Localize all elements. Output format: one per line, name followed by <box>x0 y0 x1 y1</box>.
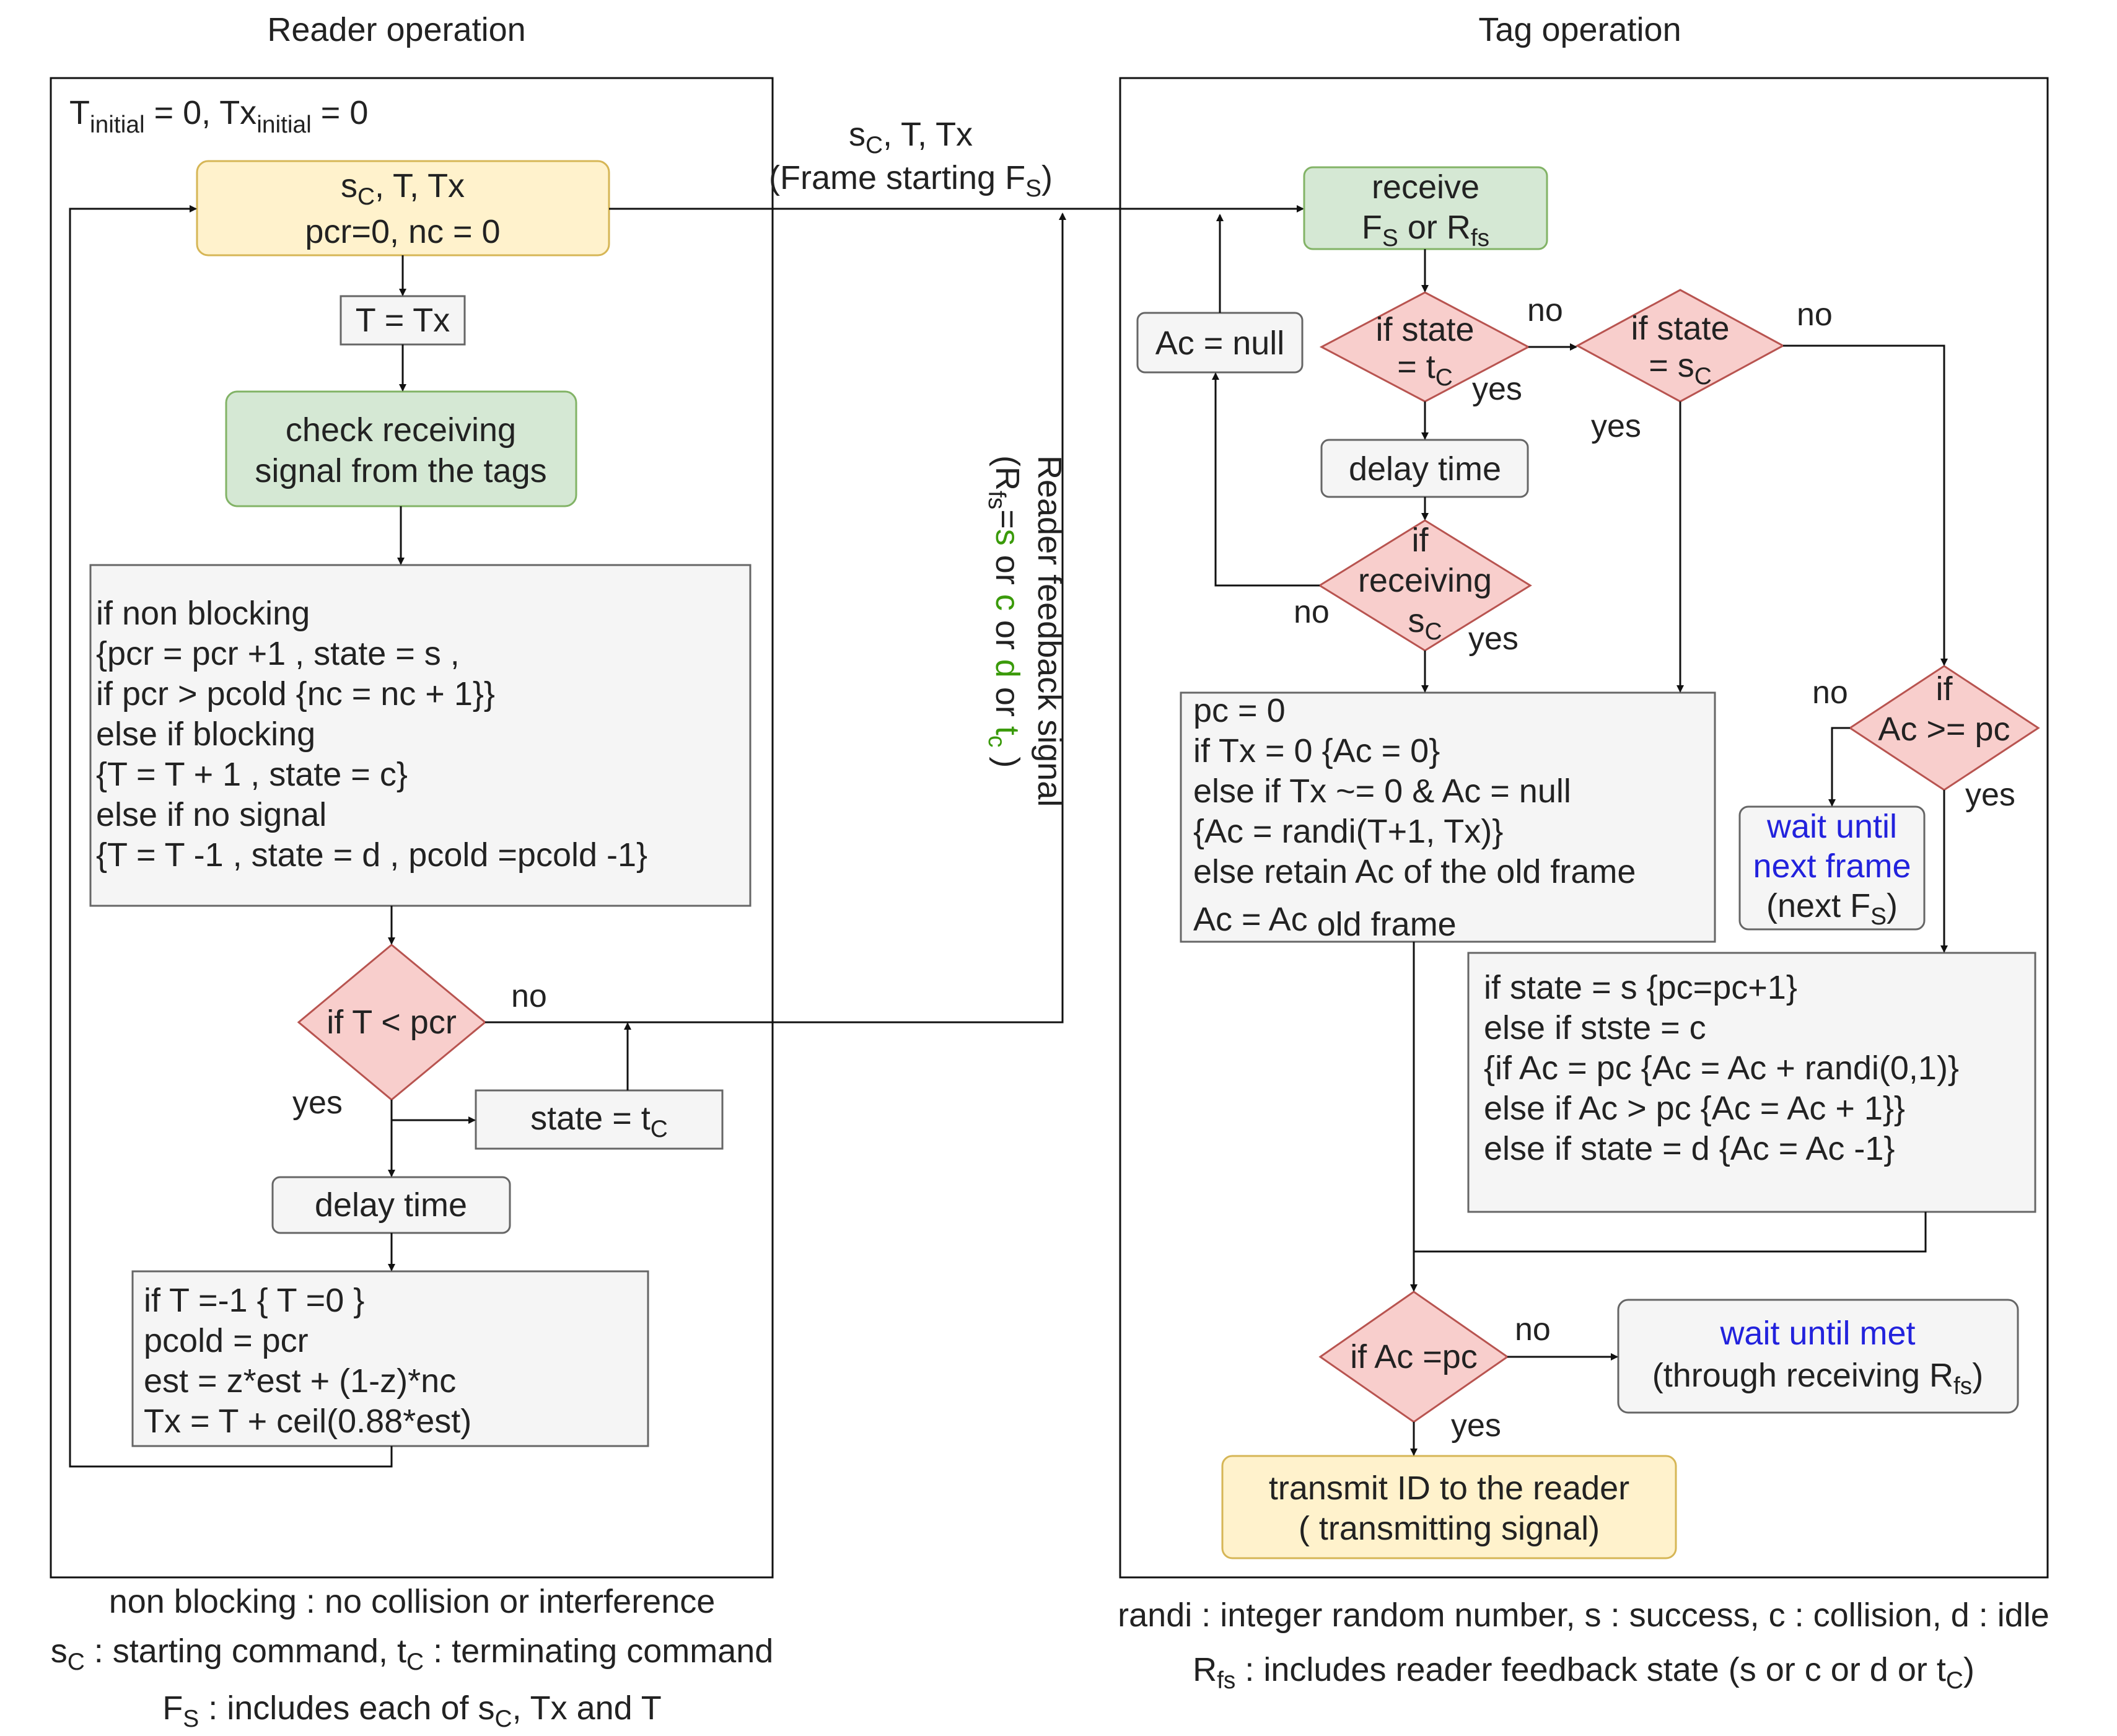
reader-logic-text: if non blocking {pcr = pcr +1 , state = … <box>96 595 647 874</box>
tag-delay-text: delay time <box>1349 450 1501 488</box>
tag-aceq-text: if Ac =pc <box>1350 1338 1478 1375</box>
reader-frame <box>50 77 774 1579</box>
reader-logic-line: else if blocking <box>96 716 315 753</box>
tag-wait-next-line3: (next FS) <box>1766 887 1898 930</box>
tag-wait-next-box <box>1738 805 1926 931</box>
tag-acpc-line2: Ac >= pc <box>1878 711 2010 748</box>
tag-state-sc-line2: = sC <box>1649 347 1712 390</box>
link-top-line2: (Frame starting FS) <box>769 159 1053 202</box>
note-right-2: Rfs : includes reader feedback state (s … <box>1193 1651 1975 1694</box>
reader-decision-text: if T < pcr <box>327 1004 457 1041</box>
link-top-line1: sC, T, Tx <box>849 116 973 159</box>
tag-title: Tag operation <box>1478 11 1681 48</box>
reader-delay-text: delay time <box>315 1186 467 1224</box>
reader-check-line2: signal from the tags <box>255 452 546 489</box>
tag-wait-next-line1: wait until <box>1766 808 1897 845</box>
note-left-3: FS : includes each of sC, Tx and T <box>162 1690 661 1732</box>
tag-wait-met-box <box>1617 1299 2019 1414</box>
tag-aceq-no: no <box>1515 1312 1551 1348</box>
tag-pc-line: else retain Ac of the old frame <box>1193 853 1636 890</box>
reader-logic-line: {T = T + 1 , state = c} <box>96 756 408 793</box>
tag-transmit-line1: transmit ID to the reader <box>1269 1470 1629 1507</box>
reader-no-label: no <box>511 978 547 1014</box>
reader-start-line2: pcr=0, nc = 0 <box>305 213 500 250</box>
note-left-1: non blocking : no collision or interfere… <box>109 1583 716 1620</box>
tag-state-line: else if stste = c <box>1484 1009 1706 1046</box>
tag-pc-line: {Ac = randi(T+1, Tx)} <box>1193 813 1503 850</box>
reader-yes-label: yes <box>292 1085 343 1121</box>
reader-update-box <box>131 1270 649 1447</box>
reader-logic-line: if non blocking <box>96 595 310 632</box>
tag-pc-line: if Tx = 0 {Ac = 0} <box>1193 732 1440 769</box>
tag-state-tc-yes: yes <box>1472 371 1522 407</box>
tag-state-sc-yes: yes <box>1591 408 1641 444</box>
tag-receive-line1: receive <box>1372 169 1479 206</box>
tag-acpc-yes: yes <box>1965 777 2015 813</box>
feedback-line1: Reader feedback signal <box>1031 455 1068 807</box>
tag-pc-box <box>1180 691 1716 943</box>
tag-wait-met-line2: (through receiving Rfs) <box>1652 1357 1983 1400</box>
reader-state-text: state = tC <box>530 1100 668 1142</box>
tag-state-sc-no: no <box>1797 297 1833 333</box>
tag-state-line: else if Ac > pc {Ac = Ac + 1}} <box>1484 1090 1905 1127</box>
tag-wait-next-line2: next frame <box>1753 848 1911 885</box>
reader-update-line: est = z*est + (1-z)*nc <box>144 1362 456 1400</box>
tag-recv-yes: yes <box>1468 621 1519 657</box>
reader-connectors <box>69 205 1304 1468</box>
tag-recv-no: no <box>1294 594 1330 630</box>
feedback-label: Reader feedback signal (Rfs=s or c or d … <box>983 455 1068 807</box>
tag-recv-line3: sC <box>1408 602 1442 645</box>
tag-wait-met-line1: wait until met <box>1719 1315 1915 1352</box>
reader-update-line: if T =-1 { T =0 } <box>144 1282 364 1319</box>
tag-state-line: else if state = d {Ac = Ac -1} <box>1484 1130 1895 1167</box>
reader-state-box <box>475 1089 724 1150</box>
reader-init-text: Tinitial = 0, Txinitial = 0 <box>69 94 368 138</box>
tag-ac-null-text: Ac = null <box>1155 325 1285 362</box>
tag-acpc-no: no <box>1812 675 1848 711</box>
tag-state-tc-no: no <box>1527 292 1563 328</box>
reader-logic-line: {pcr = pcr +1 , state = s , <box>96 635 460 672</box>
tag-transmit-box <box>1221 1455 1677 1559</box>
tag-state-sc-line1: if state <box>1631 310 1729 347</box>
reader-assign-box <box>340 295 466 346</box>
tag-pc-line: else if Tx ~= 0 & Ac = null <box>1193 773 1571 810</box>
tag-state-box <box>1467 952 2036 1213</box>
reader-logic-line: if pcr > pcold {nc = nc + 1}} <box>96 675 495 712</box>
tag-recv-line1: if <box>1412 522 1429 559</box>
tag-frame <box>1119 77 2049 1579</box>
tag-recv-line2: receiving <box>1358 562 1492 599</box>
reader-check-line1: check receiving <box>286 411 516 449</box>
tag-state-tc-line1: if state <box>1375 311 1474 348</box>
tag-aceq-yes: yes <box>1451 1408 1501 1444</box>
tag-pc-line: pc = 0 <box>1193 692 1286 729</box>
tag-receive-line2: FS or Rfs <box>1362 209 1489 252</box>
reader-logic-box <box>89 564 752 907</box>
reader-update-line: pcold = pcr <box>144 1322 309 1359</box>
reader-logic-line: else if no signal <box>96 796 327 833</box>
tag-state-line: {if Ac = pc {Ac = Ac + randi(0,1)} <box>1484 1050 1959 1087</box>
note-right-1: randi : integer random number, s : succe… <box>1118 1597 2049 1634</box>
note-left-2: sC : starting command, tC : terminating … <box>51 1633 774 1675</box>
reader-logic-line: {T = T -1 , state = d , pcold =pcold -1} <box>96 836 647 874</box>
feedback-line2: (Rfs=s or c or d or tc ) <box>983 455 1026 768</box>
tag-state-tc-line2: = tC <box>1397 348 1453 391</box>
tag-state-line: if state = s {pc=pc+1} <box>1484 969 1797 1006</box>
reader-assign-text: T = Tx <box>356 302 450 339</box>
tag-pc-line: Ac = Ac old frame <box>1193 901 1457 943</box>
reader-title: Reader operation <box>267 11 525 48</box>
reader-start-line1: sC, T, Tx <box>341 167 465 210</box>
reader-update-line: Tx = T + ceil(0.88*est) <box>144 1403 471 1440</box>
tag-acpc-line1: if <box>1936 670 1953 708</box>
tag-connectors <box>1212 214 1948 1456</box>
tag-transmit-line2: ( transmitting signal) <box>1299 1510 1600 1547</box>
